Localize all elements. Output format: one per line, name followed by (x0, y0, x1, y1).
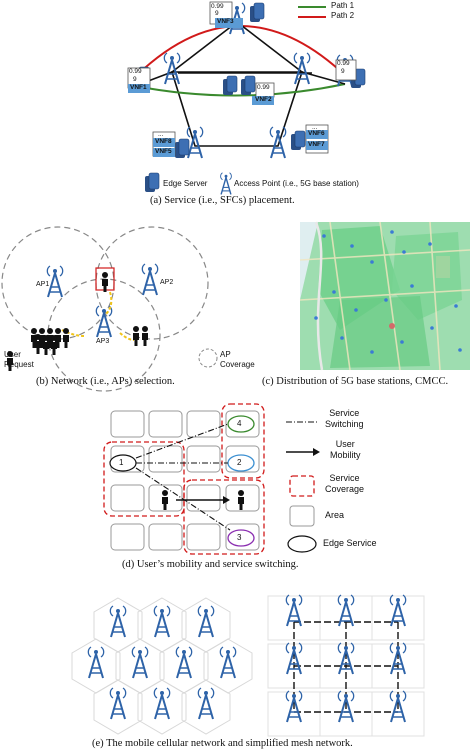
legend-mobility-label: User Mobility (330, 439, 361, 460)
panel-e (71, 594, 425, 737)
network-pentagon (170, 71, 304, 147)
legend-access-point: Access Point (i.e., 5G base station) (234, 179, 359, 188)
edge-service-node-2: 2 (237, 458, 242, 467)
vnf-value-label: 9 (341, 68, 345, 75)
panel-a (127, 1, 366, 196)
legend-edge-label: Edge Service (323, 538, 377, 548)
legend-area-box (289, 505, 315, 527)
path1-line (134, 83, 346, 97)
legend-switching-label: Service Switching (325, 408, 364, 429)
user-icon (133, 326, 139, 346)
vnf-label: VNF5 (155, 148, 172, 155)
caption-c: (c) Distribution of 5G base stations, CM… (262, 376, 449, 387)
hex-towers (87, 605, 237, 720)
legend-coverage-box (289, 475, 315, 497)
ap-tower-icon (186, 126, 204, 159)
legend-path1: Path 1 (331, 1, 355, 10)
vnf-label: VNF1 (130, 84, 147, 91)
ap1-label: AP1 (36, 281, 50, 288)
caption-b: (b) Network (i.e., APs) selection. (36, 376, 175, 387)
vnf-label: VNF3 (217, 18, 234, 25)
access-point-legend-icon (219, 171, 233, 196)
edge-server-icon (222, 75, 238, 96)
vnf-value-label: 9 (215, 10, 219, 17)
edge-server-icon (290, 130, 306, 151)
caption-a: (a) Service (i.e., SFCs) placement. (150, 195, 295, 206)
vnf-label: VNF6 (308, 130, 325, 137)
ap-coverage-label: AP Coverage (220, 350, 255, 369)
ap2-tower-icon (141, 263, 159, 296)
edge-service-node-3: 3 (237, 533, 242, 542)
edge-service-node-1: 1 (119, 458, 124, 467)
ap3-label: AP3 (96, 338, 110, 345)
edge-server-icon (249, 2, 265, 23)
legend-path2: Path 2 (331, 11, 355, 20)
user-request-label: User Request (4, 350, 34, 369)
caption-e: (e) The mobile cellular network and simp… (92, 738, 353, 749)
vnf-ellipsis: ... (158, 131, 164, 138)
vnf-label: VNF2 (255, 96, 272, 103)
edge-server-legend-icon (144, 172, 160, 193)
panel-d-grid (103, 403, 320, 555)
vnf-value-label: 0.99 (337, 60, 350, 67)
edge-server-icon (174, 138, 190, 159)
vnf-label: VNF7 (308, 141, 325, 148)
user-icon (102, 272, 108, 292)
legend-edge-server: Edge Server (163, 179, 208, 188)
legend-coverage-label: Service Coverage (325, 473, 365, 494)
caption-d: (d) User’s mobility and service switchin… (122, 559, 299, 570)
legend-area-label: Area (325, 510, 345, 520)
ap2-label: AP2 (160, 279, 174, 286)
edge-service-node-4: 4 (237, 419, 242, 428)
crowd-icon (31, 328, 69, 355)
vnf-label: VNF8 (155, 138, 172, 145)
ap1-tower-icon (46, 265, 64, 298)
panel-c-map (299, 221, 471, 371)
vnf-value-label: 0.99 (257, 84, 270, 91)
vnf-value-label: 0.99 (211, 3, 224, 10)
user-icon (142, 326, 148, 346)
vnf-ellipsis: ... (312, 124, 318, 131)
ap-coverage-legend-icon (198, 348, 218, 368)
vnf-value-label: 0.99 (129, 68, 142, 75)
panel-b (1, 226, 218, 392)
vnf-value-label: 9 (133, 76, 137, 83)
legend-edge-cloud-icon (287, 535, 317, 553)
edge-server-icon (240, 75, 256, 96)
